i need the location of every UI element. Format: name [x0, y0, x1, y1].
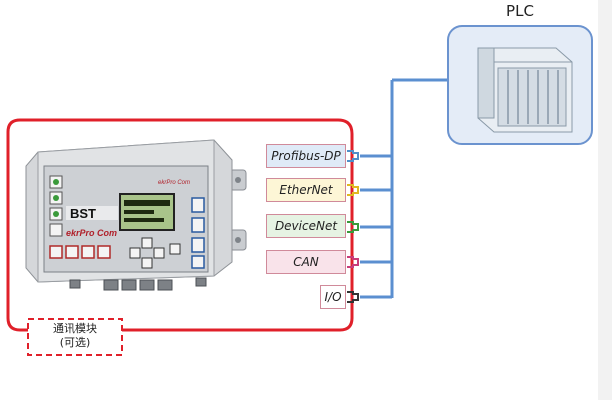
protocol-box-can: CAN: [266, 250, 346, 274]
keypad-right: [153, 247, 165, 259]
optional-module-label: 通讯模块 (可选): [28, 319, 122, 355]
keypad-down: [141, 257, 153, 269]
panel-key-blue-3: [191, 237, 205, 253]
protocol-box-i-o: I/O: [320, 285, 346, 309]
optional-module-line2: (可选): [59, 336, 91, 349]
panel-key-blue-4: [191, 255, 205, 269]
panel-key-red-4: [97, 245, 111, 259]
connectors: [347, 150, 359, 303]
connector-devicenet: [347, 221, 359, 233]
keypad-extra: [169, 243, 181, 255]
connector-profibus: [347, 150, 359, 162]
panel-key-4: [49, 223, 63, 237]
keypad-up: [141, 237, 153, 249]
panel-key-blue-1: [191, 197, 205, 213]
device-header-label: ekrPro Com: [158, 180, 190, 186]
plc-unit: [447, 25, 593, 145]
controller-device: BST ekrPro Com ekrPro Com: [25, 139, 247, 291]
panel-key-red-1: [49, 245, 63, 259]
cable-glands: [69, 277, 207, 291]
connector-can: [347, 256, 359, 268]
panel-key-blue-2: [191, 217, 205, 233]
panel-key-red-2: [65, 245, 79, 259]
right-edge-strip: [598, 0, 612, 400]
device-boundary: [6, 118, 354, 332]
connector-io: [347, 291, 359, 303]
bus-trunk: [390, 78, 448, 298]
optional-module-box: [27, 318, 123, 356]
panel-key-red-3: [81, 245, 95, 259]
protocol-box-devicenet: DeviceNet: [266, 214, 346, 238]
protocol-box-profibus-dp: Profibus-DP: [266, 144, 346, 168]
device-brand-logo: BST: [70, 206, 96, 221]
optional-module-line1: 通讯模块: [53, 322, 97, 335]
bus-lines: [360, 78, 448, 299]
connector-ethernet: [347, 184, 359, 196]
device-model-label: ekrPro Com: [66, 228, 117, 238]
protocol-box-ethernet: EtherNet: [266, 178, 346, 202]
plc-title: PLC: [506, 2, 534, 20]
keypad-left: [129, 247, 141, 259]
plc-rack-icon: [477, 47, 573, 133]
